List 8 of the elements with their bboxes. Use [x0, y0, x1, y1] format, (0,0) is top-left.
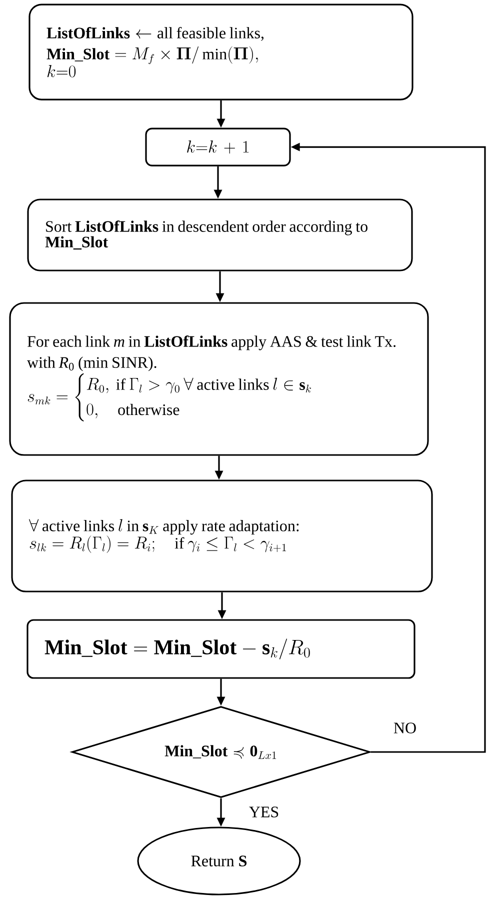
process-box: For each link min ListOfLinks apply AAS & test link Tx. with R$_{0}$ (min SINR). $s_{mk} = \begin{cases} R_0,\ \text{if}\ \Gamma_l > \gamma_0\ \forall\ \text{active links}\ l \in \mathbf{s}_k \\ 0,\quad \text{otherwise} \end{cases}$ [9, 302, 429, 456]
edge-label: NO [392, 722, 418, 734]
process-box: $\mathbf{Min\_Slot} = \mathbf{Min\_Slot} - \mathbf{s}_k / R_0$ [26, 619, 416, 679]
edge-label: YES [248, 806, 280, 818]
process-box: Sort ListOfLinks in descendent order according to Min_Slot [27, 198, 413, 272]
process-box: $\mathbf{ListOfLinks} \leftarrow \text{all feasible links,}$ $\mathbf{Min\_Slot} = M_f \times \boldsymbol{\Pi} / \min(\boldsymbol{\Pi}),$ $k{=}0$ [28, 4, 414, 100]
process-box: $k{=}k+1$ [145, 128, 291, 166]
process-box: $\forall\ \text{active links}\ l\ \text{in}\ \mathbf{s}_K\ \text{apply rate adaptation:}$ $s_{lk} = R_l(\Gamma_l) = R_i;\quad \text{if}\ \gamma_i \le \Gamma_l < \gamma_{i+1}$ [11, 480, 433, 592]
